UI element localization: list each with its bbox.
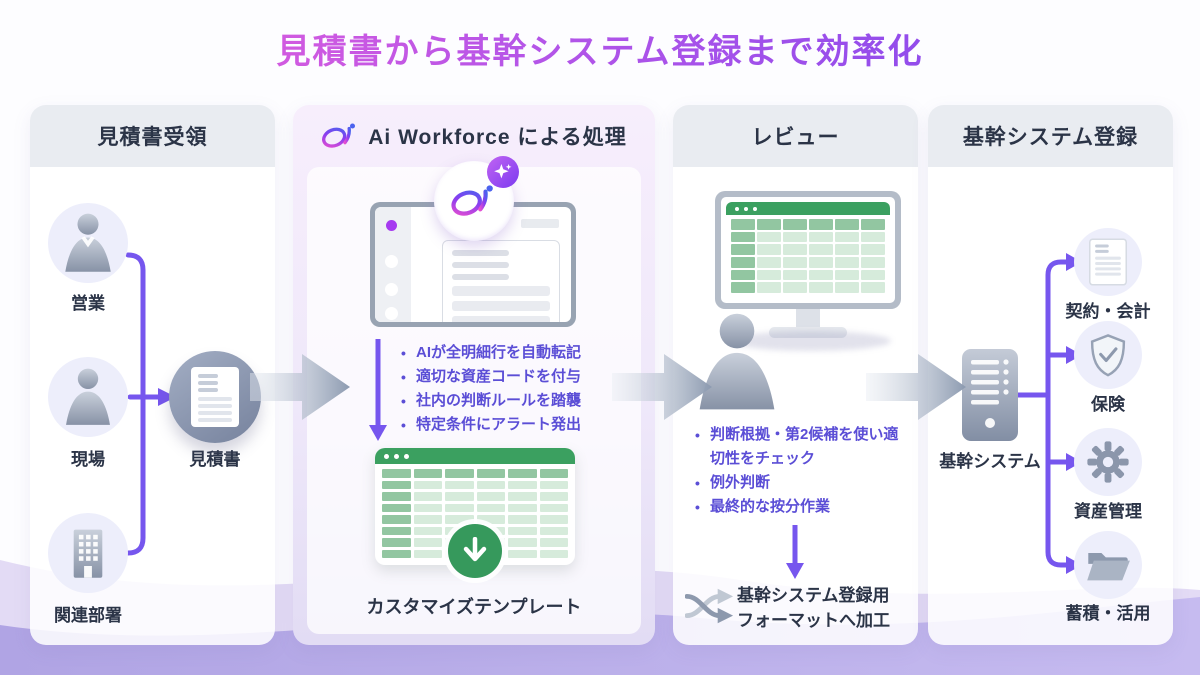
server-icon <box>962 349 1018 441</box>
review-bullets: 判断根拠・第2候補を使い適切性をチェック 例外判断 最終的な按分作業 <box>693 423 903 519</box>
review-footer: 基幹システム登録用 フォーマットへ加工 <box>737 583 890 633</box>
contract-document-icon <box>1089 238 1127 286</box>
review-footer-line1: 基幹システム登録用 <box>737 586 890 605</box>
stage-ai-processing-title: Ai Workforce による処理 <box>368 126 627 149</box>
sidebar-active-dot <box>386 220 397 231</box>
sidebar-dot <box>385 255 398 268</box>
review-spreadsheet <box>726 202 890 298</box>
down-arrow <box>369 339 387 441</box>
ai-processing-bullets: AIが全明細行を自動転記 適切な資産コードを付与 社内の判断ルールを踏襲 特定条… <box>399 341 634 437</box>
actor-sales-label: 営業 <box>71 294 105 313</box>
spreadsheet-titlebar <box>375 448 575 464</box>
target-assets-label: 資産管理 <box>1074 502 1142 521</box>
spreadsheet-grid <box>731 219 885 293</box>
target-archive-label: 蓄積・活用 <box>1065 604 1151 623</box>
quote-document-label: 見積書 <box>189 450 241 469</box>
flow-arrow-1 <box>250 354 350 420</box>
sparkle-icon <box>487 156 519 188</box>
monitor-shadow <box>731 331 891 351</box>
stage-registration-header: 基幹システム登録 <box>928 105 1173 167</box>
folder-icon <box>1087 552 1130 581</box>
monitor-base <box>769 327 847 338</box>
bullet-item: 適切な資産コードを付与 <box>399 365 634 389</box>
stage-ai-processing-header: Ai Workforce による処理 <box>293 105 655 167</box>
sidebar-dot <box>385 283 398 296</box>
actor-departments-label: 関連部署 <box>54 606 122 625</box>
core-system-label: 基幹システム <box>939 452 1041 471</box>
ai-processing-panel: AIが全明細行を自動転記 適切な資産コードを付与 社内の判断ルールを踏襲 特定条… <box>307 156 641 634</box>
bullet-item: 社内の判断ルールを踏襲 <box>399 389 634 413</box>
ai-logo-badge <box>434 156 519 241</box>
monitor-stand <box>796 307 820 329</box>
target-insurance-label: 保険 <box>1091 395 1125 414</box>
page-title: 見積書から基幹システム登録まで効率化 <box>0 24 1200 73</box>
review-footer-line2: フォーマットへ加工 <box>737 611 890 630</box>
bullet-item: 最終的な按分作業 <box>693 495 903 519</box>
actor-field <box>48 357 128 437</box>
bullet-item: 例外判断 <box>693 471 903 495</box>
actor-departments <box>48 513 128 593</box>
stage-quote-receipt-header: 見積書受領 <box>30 105 275 167</box>
bullet-item: AIが全明細行を自動転記 <box>399 341 634 365</box>
ai-app-window <box>370 202 576 327</box>
businessman-icon <box>65 213 111 272</box>
target-contract-label: 契約・会計 <box>1065 302 1151 321</box>
gear-icon <box>1087 441 1129 483</box>
stage-quote-receipt: 見積書受領 営業 現場 関 <box>30 105 275 645</box>
app-topbar <box>521 219 559 228</box>
ai-workforce-logo <box>451 185 493 216</box>
stage-review: レビュー 判断根拠・第2候補を使い適切性をチェック 例外判断 最終的な按分作業 … <box>673 105 918 645</box>
spreadsheet-titlebar <box>726 202 890 215</box>
stage-review-header: レビュー <box>673 105 918 167</box>
target-insurance <box>1074 321 1142 389</box>
actor-sales <box>48 203 128 283</box>
stage-registration: 基幹システム登録 基幹システム 契約・会計 保険 <box>928 105 1173 645</box>
stage-ai-processing: Ai Workforce による処理 <box>293 105 655 645</box>
target-archive <box>1074 531 1142 599</box>
bullet-item: 判断根拠・第2候補を使い適切性をチェック <box>693 423 903 471</box>
template-label: カスタマイズテンプレート <box>366 597 582 617</box>
download-icon <box>448 524 502 578</box>
monitor-icon <box>715 191 901 309</box>
shuffle-icon <box>685 588 734 624</box>
target-assets <box>1074 428 1142 496</box>
sidebar-dot <box>385 307 398 320</box>
app-document-preview <box>442 240 560 322</box>
ai-workforce-logo <box>322 123 356 148</box>
person-icon <box>66 368 110 425</box>
actor-field-label: 現場 <box>71 450 105 469</box>
receipt-connector-lines <box>125 252 176 556</box>
flow-arrow-2 <box>612 354 712 420</box>
flow-arrow-3 <box>866 354 966 420</box>
building-icon <box>73 529 103 578</box>
shield-check-icon <box>1090 334 1126 377</box>
bullet-item: 特定条件にアラート発出 <box>399 413 634 437</box>
quote-document-icon <box>191 367 239 427</box>
target-contract <box>1074 228 1142 296</box>
reviewer-person-icon <box>699 313 775 410</box>
down-arrow <box>786 525 804 579</box>
quote-document-circle <box>169 351 261 443</box>
